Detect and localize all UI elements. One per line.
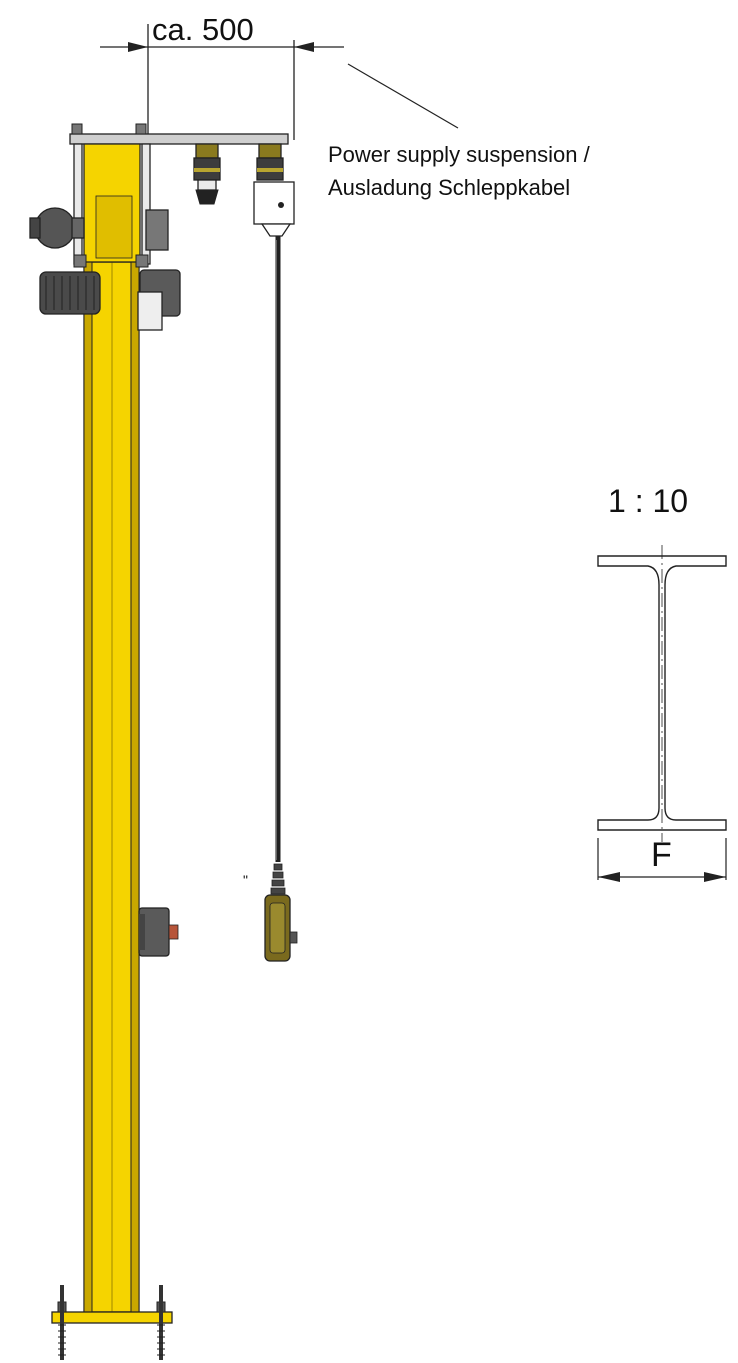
flange-arrow-left [598, 872, 620, 882]
column-switch-box [138, 907, 179, 957]
cable-clamp-bolt [278, 202, 284, 208]
trolley-1-band [194, 168, 220, 172]
trolley-1 [193, 143, 221, 205]
cable-clamp-bracket [260, 223, 292, 237]
trolley-1-wheels [195, 143, 219, 159]
top-bolt-right [135, 123, 147, 135]
gearbox-cap-stub [29, 217, 41, 239]
motor-terminal-box [137, 291, 163, 331]
top-plate [69, 133, 289, 145]
crane-column [83, 261, 140, 1313]
callout-group: Power supply suspension / Ausladung Schl… [328, 63, 591, 200]
trolley-1-hook [195, 189, 219, 205]
head-frame [69, 123, 289, 268]
switch-box-mount [139, 914, 145, 950]
pendant-cable-group: " [243, 236, 286, 895]
head-beam-shadow [95, 195, 133, 259]
cable-mark: " [243, 872, 248, 888]
trolley-1-lower [197, 179, 217, 191]
beam-section-detail: 1 : 10 F [597, 483, 727, 882]
dim-arrow-left [128, 42, 148, 52]
trolley-2-wheels [258, 143, 282, 159]
detail-scale-label: 1 : 10 [608, 483, 688, 519]
lower-bolt-left [73, 254, 87, 268]
cable-clamp-box [253, 181, 295, 225]
gearbox-coupling [71, 217, 85, 239]
anchor-thread-right [157, 1324, 165, 1356]
anchor-thread-left [58, 1324, 66, 1356]
column-body [83, 261, 140, 1313]
trolley-2-band [257, 168, 283, 172]
column-flange-left [83, 261, 93, 1313]
pendant-side-button [289, 931, 298, 944]
lower-bolt-right [135, 254, 149, 268]
flange-dim-label: F [651, 836, 672, 874]
callout-leader [347, 63, 459, 129]
head-frame-side-left [73, 143, 83, 265]
top-bolt-left [71, 123, 83, 135]
slewing-drive [29, 207, 169, 251]
callout-line-1: Power supply suspension / [328, 142, 591, 167]
column-flange-right [130, 261, 140, 1313]
dimension-label: ca. 500 [152, 12, 254, 47]
flange-arrow-right [704, 872, 726, 882]
strain-relief [270, 863, 286, 895]
gearbox-round-cap [34, 207, 76, 249]
dimension-group: ca. 500 [100, 12, 344, 140]
callout-line-2: Ausladung Schleppkabel [328, 175, 570, 200]
switch-box-knob [168, 924, 179, 940]
pendant-control [264, 894, 298, 962]
dim-arrow-right [294, 42, 314, 52]
trolley-2 [253, 143, 295, 237]
base-plate-group [51, 1285, 173, 1360]
pendant-face [269, 902, 286, 954]
motor [39, 269, 181, 331]
base-plate [51, 1311, 173, 1324]
motor-fins [45, 276, 95, 310]
gearbox-box [145, 209, 169, 251]
